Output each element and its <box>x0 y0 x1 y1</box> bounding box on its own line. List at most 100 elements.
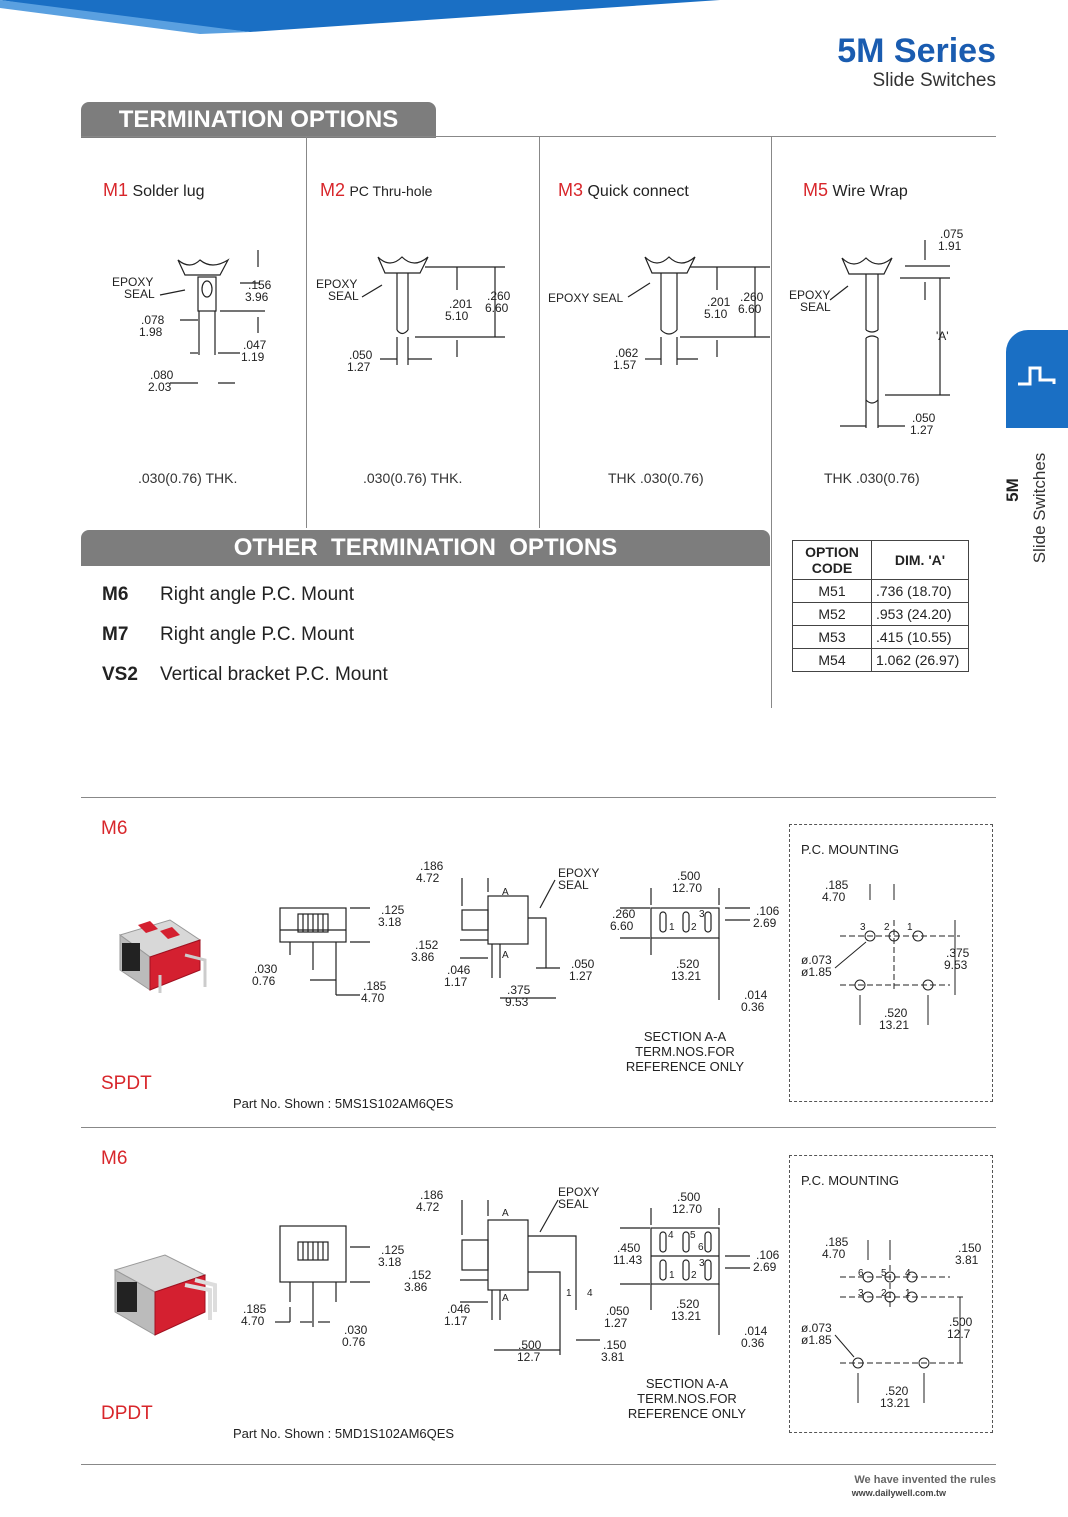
dim-label: SEAL <box>558 1197 589 1211</box>
dim-label: 1 <box>669 922 675 933</box>
spdt-switch-photo <box>118 919 207 993</box>
dim-label: .260 <box>740 290 764 304</box>
dim-label: 6 <box>858 1268 864 1279</box>
dim-label: .500 <box>677 869 701 883</box>
dim-label: 13.21 <box>879 1018 910 1032</box>
spdt-pc-mounting-title: P.C. MOUNTING <box>801 842 899 857</box>
dim-label: .106 <box>756 1248 780 1262</box>
dim-label: 12.70 <box>672 881 703 895</box>
dim-label: 4 <box>905 1268 911 1279</box>
dim-label: 1.27 <box>569 969 593 983</box>
dim-label: 3.86 <box>411 950 435 964</box>
dim-label: EPOXY <box>112 275 154 289</box>
dim-label: .050 <box>606 1304 630 1318</box>
dpdt-pc-mounting-title: P.C. MOUNTING <box>801 1173 899 1188</box>
dim-label: 13.21 <box>880 1396 911 1410</box>
other-option-code: M6 <box>102 584 129 605</box>
dim-label: .520 <box>676 957 700 971</box>
dim-label: 4 <box>668 1230 674 1241</box>
dpdt-side-view <box>460 1199 600 1355</box>
dim-label: 9.53 <box>944 958 968 972</box>
dim-label: .014 <box>744 988 768 1002</box>
m1-drawing <box>159 250 265 384</box>
dim-label: EPOXY <box>558 866 600 880</box>
dim-label: 3.81 <box>955 1253 979 1267</box>
option-m1-title: M1 Solder lug <box>103 180 205 200</box>
dim-label: 0.36 <box>741 1336 765 1350</box>
dim-label: SEAL <box>124 287 155 301</box>
dim-label: .450 <box>617 1241 641 1255</box>
dim-label: 6.60 <box>485 301 509 315</box>
dim-label: 2 <box>691 1270 697 1281</box>
divider <box>81 797 996 798</box>
dim-label: .520 <box>885 1384 909 1398</box>
dim-label: .186 <box>420 859 444 873</box>
dim-label: .030 <box>254 962 278 976</box>
dim-label: 4 <box>587 1288 593 1299</box>
dim-label: 1.91 <box>938 239 962 253</box>
dim-label: EPOXY SEAL <box>548 291 624 305</box>
divider <box>306 136 307 528</box>
m2-drawing <box>361 256 505 365</box>
dim-label: ø.073 <box>801 1321 832 1335</box>
dim-label: A <box>502 1293 509 1304</box>
dim-label: 2 <box>691 922 697 933</box>
dim-label: 1.98 <box>139 325 163 339</box>
dim-label: .106 <box>756 904 780 918</box>
option-m5-title: M5 Wire Wrap <box>803 180 908 200</box>
dim-label: 0.36 <box>741 1000 765 1014</box>
dim-label: .156 <box>248 278 272 292</box>
other-option-text: Right angle P.C. Mount <box>160 584 354 605</box>
footer-url[interactable]: www.dailywell.com.tw <box>851 1488 946 1498</box>
dim-label: .201 <box>449 297 473 311</box>
dim-label: 2.69 <box>753 916 777 930</box>
dim-label: 1.27 <box>347 360 371 374</box>
spdt-side-view <box>460 878 560 999</box>
other-option-code: M7 <box>102 624 129 645</box>
dim-label: 1 <box>905 1288 911 1299</box>
table-row: M51.736 (18.70) <box>792 579 969 603</box>
footer-slogan: We have invented the rules <box>854 1474 996 1486</box>
dim-label: .186 <box>420 1188 444 1202</box>
divider <box>81 136 996 137</box>
dim-label: .201 <box>707 295 731 309</box>
dim-label: ø.073 <box>801 953 832 967</box>
divider <box>81 1464 996 1465</box>
dim-label: 3.18 <box>378 915 402 929</box>
dim-label: .185 <box>825 1235 849 1249</box>
dim-label: EPOXY <box>789 288 831 302</box>
dim-label: EPOXY <box>316 277 358 291</box>
side-tab-label: 5M Slide Switches <box>1002 452 1049 564</box>
spdt-pc-mounting-drawing <box>834 884 960 1025</box>
spdt-type: SPDT <box>101 1073 152 1094</box>
dim-label: 0.76 <box>252 974 276 988</box>
dim-label: .125 <box>381 1243 405 1257</box>
dim-label: .062 <box>615 346 639 360</box>
dim-label: 13.21 <box>671 969 702 983</box>
dim-label: .150 <box>958 1241 982 1255</box>
dim-label: .185 <box>363 979 387 993</box>
dim-label: 4.70 <box>822 890 846 904</box>
dim-label: 12.7 <box>517 1350 541 1364</box>
dim-label: 4.72 <box>416 1200 440 1214</box>
option-m3-title: M3 Quick connect <box>558 180 689 200</box>
other-option-text: Vertical bracket P.C. Mount <box>160 664 388 685</box>
dim-label: .375 <box>946 946 970 960</box>
divider <box>539 136 540 528</box>
dim-label: .046 <box>447 963 471 977</box>
dim-label: A <box>502 887 509 898</box>
dim-label: ø1.85 <box>801 965 832 979</box>
dim-label: 1.27 <box>604 1316 628 1330</box>
spdt-section-view <box>620 888 750 1000</box>
dim-label: 0.76 <box>342 1335 366 1349</box>
m1-thickness: .030(0.76) THK. <box>138 470 238 486</box>
spdt-front-view <box>279 907 370 996</box>
dim-label: 1 <box>907 922 913 933</box>
m3-thickness: THK .030(0.76) <box>608 470 704 486</box>
dim-label: 3.18 <box>378 1255 402 1269</box>
slide-switch-icon <box>1018 366 1056 386</box>
dim-label: .050 <box>912 411 936 425</box>
